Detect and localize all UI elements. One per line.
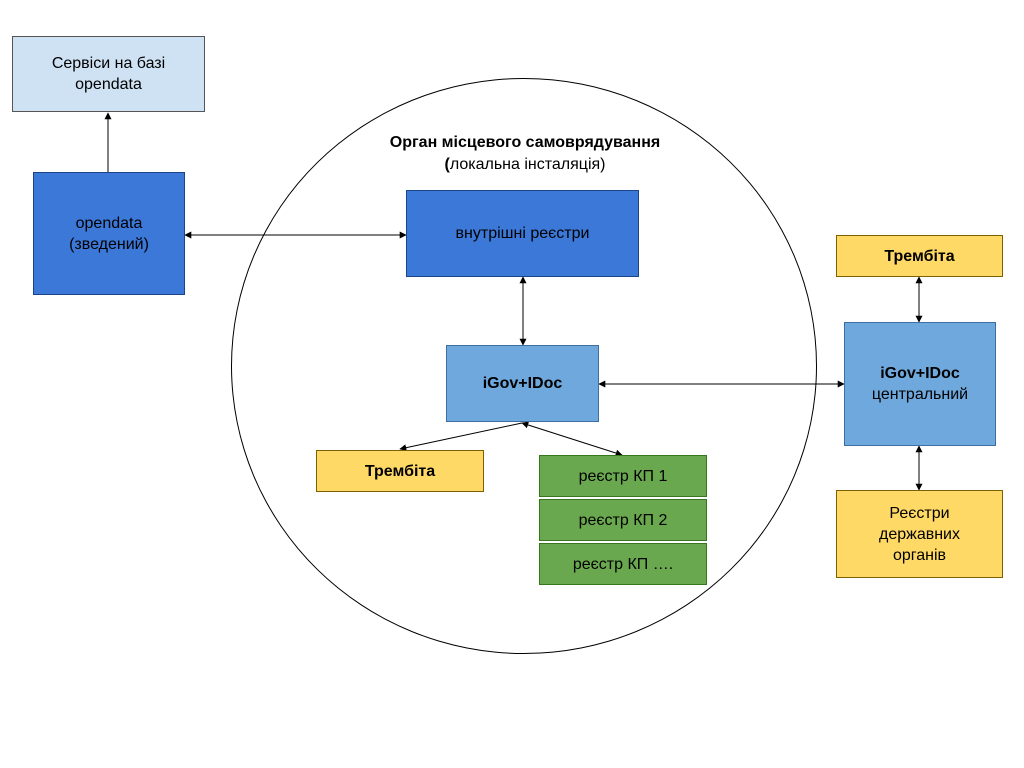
state-registries-node: Реєстри державних органів — [836, 490, 1003, 578]
registry-kp-more-node: реєстр КП …. — [539, 543, 707, 585]
title-line-1: Орган місцевого самоврядування — [389, 134, 661, 151]
internal-registries-node: внутрішні реєстри — [406, 190, 639, 277]
opendata-node: opendata (зведений) — [33, 172, 185, 295]
title-line-2: (локальна інсталяція) — [350, 154, 700, 176]
services-opendata-line-2: opendata — [75, 76, 142, 93]
title-line-2-rest: локальна інсталяція) — [449, 156, 606, 173]
registry-kp-2-label: реєстр КП 2 — [578, 511, 668, 529]
registry-kp-2-node: реєстр КП 2 — [539, 499, 707, 541]
trembita-central-label: Трембіта — [884, 247, 955, 265]
registry-kp-1-label: реєстр КП 1 — [578, 467, 668, 485]
state-registries-line-3: органів — [892, 546, 947, 564]
igov-local-node: iGov+IDoc — [446, 345, 599, 422]
title-line-2-bold: ( — [444, 156, 450, 173]
services-opendata-line-1: Сервіси на базі — [51, 55, 166, 72]
igov-central-line-1: iGov+IDoc — [880, 365, 960, 382]
trembita-central-node: Трембіта — [836, 235, 1003, 277]
opendata-line-2: (зведений) — [69, 235, 149, 253]
igov-central-node: iGov+IDoc центральний — [844, 322, 996, 446]
state-registries-line-1: Реєстри — [889, 504, 950, 522]
services-opendata-node: Сервіси на базі opendata — [12, 36, 205, 112]
registry-kp-1-node: реєстр КП 1 — [539, 455, 707, 497]
internal-registries-label: внутрішні реєстри — [455, 225, 590, 242]
igov-local-label: iGov+IDoc — [482, 375, 563, 392]
opendata-line-1: opendata — [75, 214, 143, 232]
state-registries-line-2: державних — [878, 525, 960, 543]
local-government-circle — [231, 78, 817, 654]
registry-kp-more-label: реєстр КП …. — [572, 555, 674, 573]
trembita-local-node: Трембіта — [316, 450, 484, 492]
igov-central-line-2: центральний — [871, 386, 969, 403]
diagram-title: Орган місцевого самоврядування (локальна… — [350, 132, 700, 176]
trembita-local-label: Трембіта — [364, 462, 436, 480]
